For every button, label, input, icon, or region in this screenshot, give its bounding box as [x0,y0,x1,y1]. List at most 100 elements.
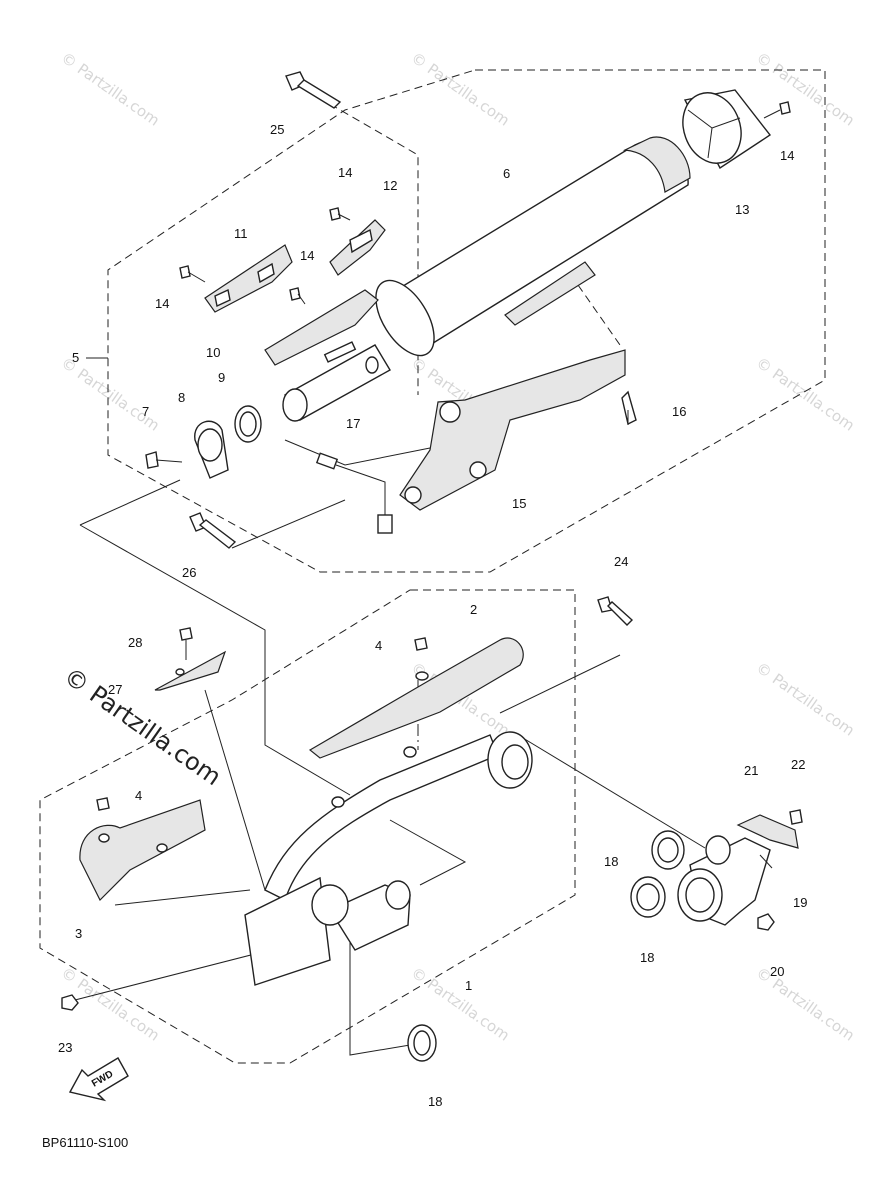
callout-10: 10 [206,345,220,360]
bolt-25 [285,71,342,109]
gasket-18-bottom [407,1024,437,1062]
leader-26 [231,499,346,549]
leader-24 [499,654,621,714]
callout-18: 18 [640,950,654,965]
bolt-7 [145,451,183,469]
joint-group [630,809,803,931]
watermark: © Partzilla.com [753,659,858,740]
heat-protector-12 [329,219,386,276]
screw-14-c [289,287,306,305]
muffler-group-boundary [107,69,826,573]
muffler [375,136,691,357]
clamp-8 [194,420,229,479]
protector-2 [308,637,524,759]
callout-14: 14 [300,248,314,263]
bolt-26 [189,512,237,549]
protector-21 [736,814,799,849]
bolt-24 [597,596,634,626]
exhaust-pipe-group [61,596,634,1062]
callout-7: 7 [142,404,149,419]
callout-17: 17 [346,416,360,431]
callout-13: 13 [735,202,749,217]
heat-protector-11 [204,244,293,313]
callout-18: 18 [428,1094,442,1109]
callout-4: 4 [375,638,382,653]
watermark: © Partzilla.com [58,354,163,435]
callout-4: 4 [135,788,142,803]
callout-20: 20 [770,964,784,979]
muffler-inlet-pipe [282,344,391,422]
leader-main [79,524,351,796]
callout-25: 25 [270,122,284,137]
bracket-15 [399,349,626,511]
bolt-16 [621,390,637,426]
callout-1: 1 [465,978,472,993]
nut-20 [757,913,775,931]
sensor-17 [315,452,393,534]
callout-26: 26 [182,565,196,580]
callout-3: 3 [75,926,82,941]
leader-27 [204,689,266,891]
callout-6: 6 [503,166,510,181]
screw-4-lower [96,797,110,811]
protector-3 [79,799,206,902]
callout-14: 14 [338,165,352,180]
watermark-main: © Partzilla.com [59,662,227,791]
leader-lines [74,103,706,1056]
callout-14: 14 [155,296,169,311]
callout-9: 9 [218,370,225,385]
leader-bracket [577,284,621,346]
callout-12: 12 [383,178,397,193]
leader-21 [759,854,773,869]
muffler-group [145,71,791,549]
watermark: © Partzilla.com [753,354,858,435]
callout-2: 2 [470,602,477,617]
callout-15: 15 [512,496,526,511]
watermark: © Partzilla.com [753,964,858,1045]
leader-gasket [389,819,467,886]
callout-8: 8 [178,390,185,405]
callout-19: 19 [793,895,807,910]
watermark: © Partzilla.com [408,49,513,130]
fwd-arrow: FWD [68,1057,129,1102]
exhaust-pipe [244,734,499,986]
callout-24: 24 [614,554,628,569]
callouts: 1 2 3 4 4 5 6 7 8 9 10 11 12 13 14 14 14… [58,122,807,1109]
watermark: © Partzilla.com [58,49,163,130]
callout-23: 23 [58,1040,72,1055]
screw-14-b [329,207,351,221]
callout-14: 14 [780,148,794,163]
pipe-group-boundary [39,589,576,1064]
screw-14-right [763,101,791,119]
callout-18: 18 [604,854,618,869]
protector-27 [154,650,227,691]
callout-5: 5 [72,350,79,365]
group-boundaries [39,69,826,1064]
leader-clamp [79,479,181,526]
screw-4-upper [414,637,429,681]
gasket-9 [234,405,262,443]
end-cap [682,89,772,170]
joint-pipe-19 [677,835,771,926]
screw-14-a [179,265,206,283]
callout-21: 21 [744,763,758,778]
callout-22: 22 [791,757,805,772]
watermark: © Partzilla.com [753,49,858,130]
leader-18-bottom [349,915,411,1056]
callout-27: 27 [108,682,122,697]
nut-23 [61,994,79,1011]
pipe-outlet-flange [487,731,533,789]
leader-19 [517,734,706,849]
screw-28 [179,627,193,660]
callout-16: 16 [672,404,686,419]
gasket-18-b [630,876,666,918]
callout-11: 11 [234,226,248,241]
gasket-18-a [651,830,685,870]
leader-sensor [284,439,431,466]
drawing-code: BP61110-S100 [42,1135,128,1150]
leader-3 [114,889,251,906]
heat-protector-10 [264,289,379,366]
callout-28: 28 [128,635,142,650]
bolt-22 [789,809,803,825]
